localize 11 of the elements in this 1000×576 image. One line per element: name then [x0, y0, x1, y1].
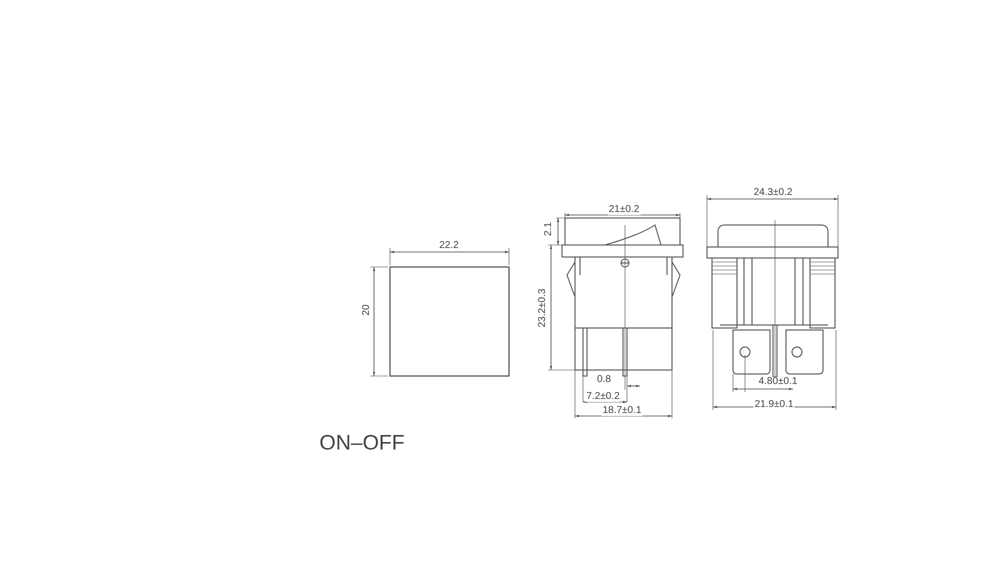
dimension-label: 23.2±0.3: [538, 288, 548, 328]
dimension-label: 0.8: [596, 375, 612, 385]
dimension-label: 22.2: [438, 241, 460, 251]
dimension-label: 20: [362, 303, 372, 317]
dimension-label: 18.7±0.1: [602, 406, 642, 416]
dimension-label: 21±0.2: [608, 205, 640, 215]
dimension-label: 4.80±0.1: [758, 377, 798, 387]
dimension-label: 24.3±0.2: [752, 188, 794, 198]
dimension-label: 21.9±0.1: [754, 400, 794, 410]
dimension-label: 2.1: [544, 221, 554, 237]
dimension-label: 7.2±0.2: [585, 392, 621, 402]
